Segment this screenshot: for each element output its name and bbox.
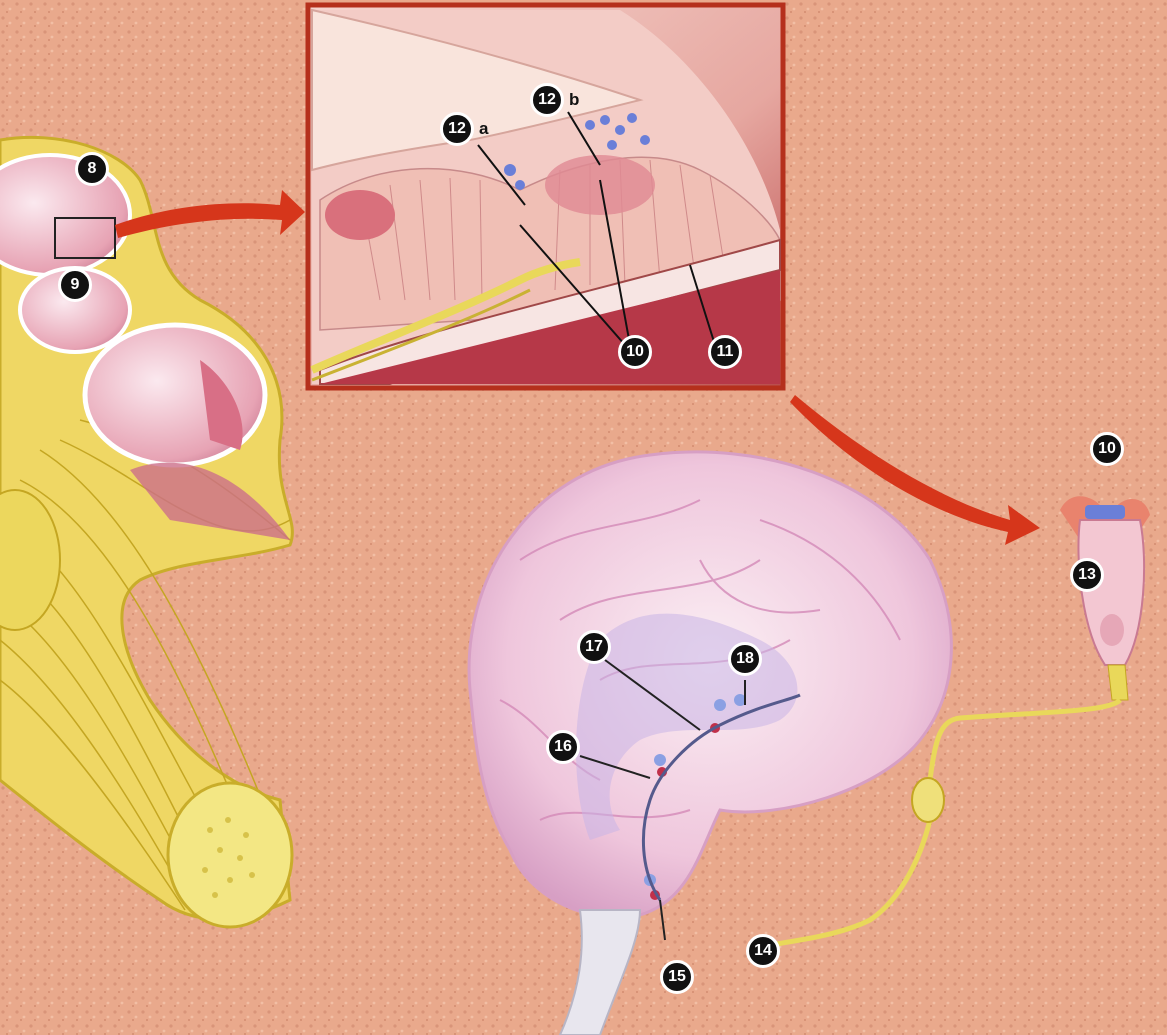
marker-14: 14 (746, 934, 780, 968)
marker-18: 18 (728, 642, 762, 676)
marker-8: 8 (75, 152, 109, 186)
marker-10-hair-cell: 10 (1090, 432, 1124, 466)
marker-9: 9 (58, 268, 92, 302)
marker-15: 15 (660, 960, 694, 994)
organ-of-corti-inset (308, 5, 783, 388)
marker-13: 13 (1070, 558, 1104, 592)
marker-16: 16 (546, 730, 580, 764)
marker-17: 17 (577, 630, 611, 664)
marker-10: 10 (618, 335, 652, 369)
marker-11: 11 (708, 335, 742, 369)
spiral-ganglion-cell (912, 778, 944, 822)
